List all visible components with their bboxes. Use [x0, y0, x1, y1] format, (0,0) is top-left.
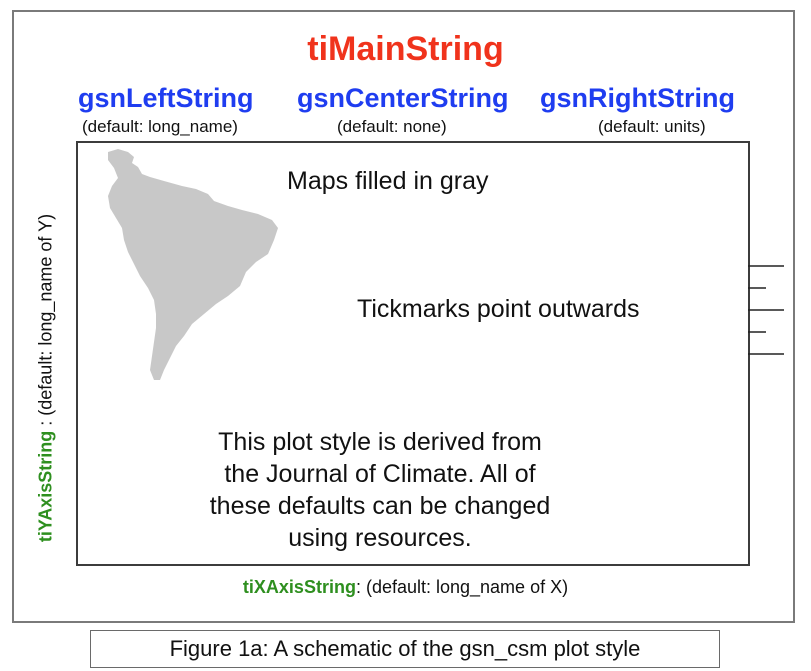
- south-america-map: [108, 149, 278, 380]
- outward-tickmarks: [748, 265, 784, 355]
- center-string-default: (default: none): [337, 117, 447, 136]
- left-string-default: (default: long_name): [82, 117, 238, 136]
- schematic-frame: [12, 10, 795, 623]
- south-america-landmass: [108, 149, 278, 380]
- x-axis-label: tiXAxisString: (default: long_name of X): [0, 577, 811, 598]
- x-axis-resource: tiXAxisString: [242, 577, 356, 597]
- right-string-label: gsnRightString: [540, 83, 735, 113]
- description-line: the Journal of Climate. All of: [224, 460, 536, 488]
- y-axis-default: : (default: long_name of Y): [35, 213, 56, 431]
- tickmark-note-text: Tickmarks point outwards: [357, 295, 640, 323]
- left-string-label: gsnLeftString: [78, 83, 254, 113]
- center-string-label: gsnCenterString: [297, 83, 509, 113]
- description-line: using resources.: [288, 524, 472, 552]
- description-line: This plot style is derived from: [218, 428, 542, 456]
- figure-caption: Figure 1a: A schematic of the gsn_csm pl…: [90, 630, 720, 668]
- right-string-default: (default: units): [598, 117, 706, 136]
- main-title: tiMainString: [307, 30, 504, 68]
- x-axis-default: : (default: long_name of X): [355, 577, 569, 597]
- y-axis-resource: tiYAxisString: [35, 430, 56, 543]
- style-description: This plot style is derived from the Jour…: [190, 426, 570, 554]
- description-line: these defaults can be changed: [209, 492, 551, 520]
- y-axis-label: tiYAxisString : (default: long_name of Y…: [36, 214, 57, 542]
- map-note-text: Maps filled in gray: [287, 167, 489, 195]
